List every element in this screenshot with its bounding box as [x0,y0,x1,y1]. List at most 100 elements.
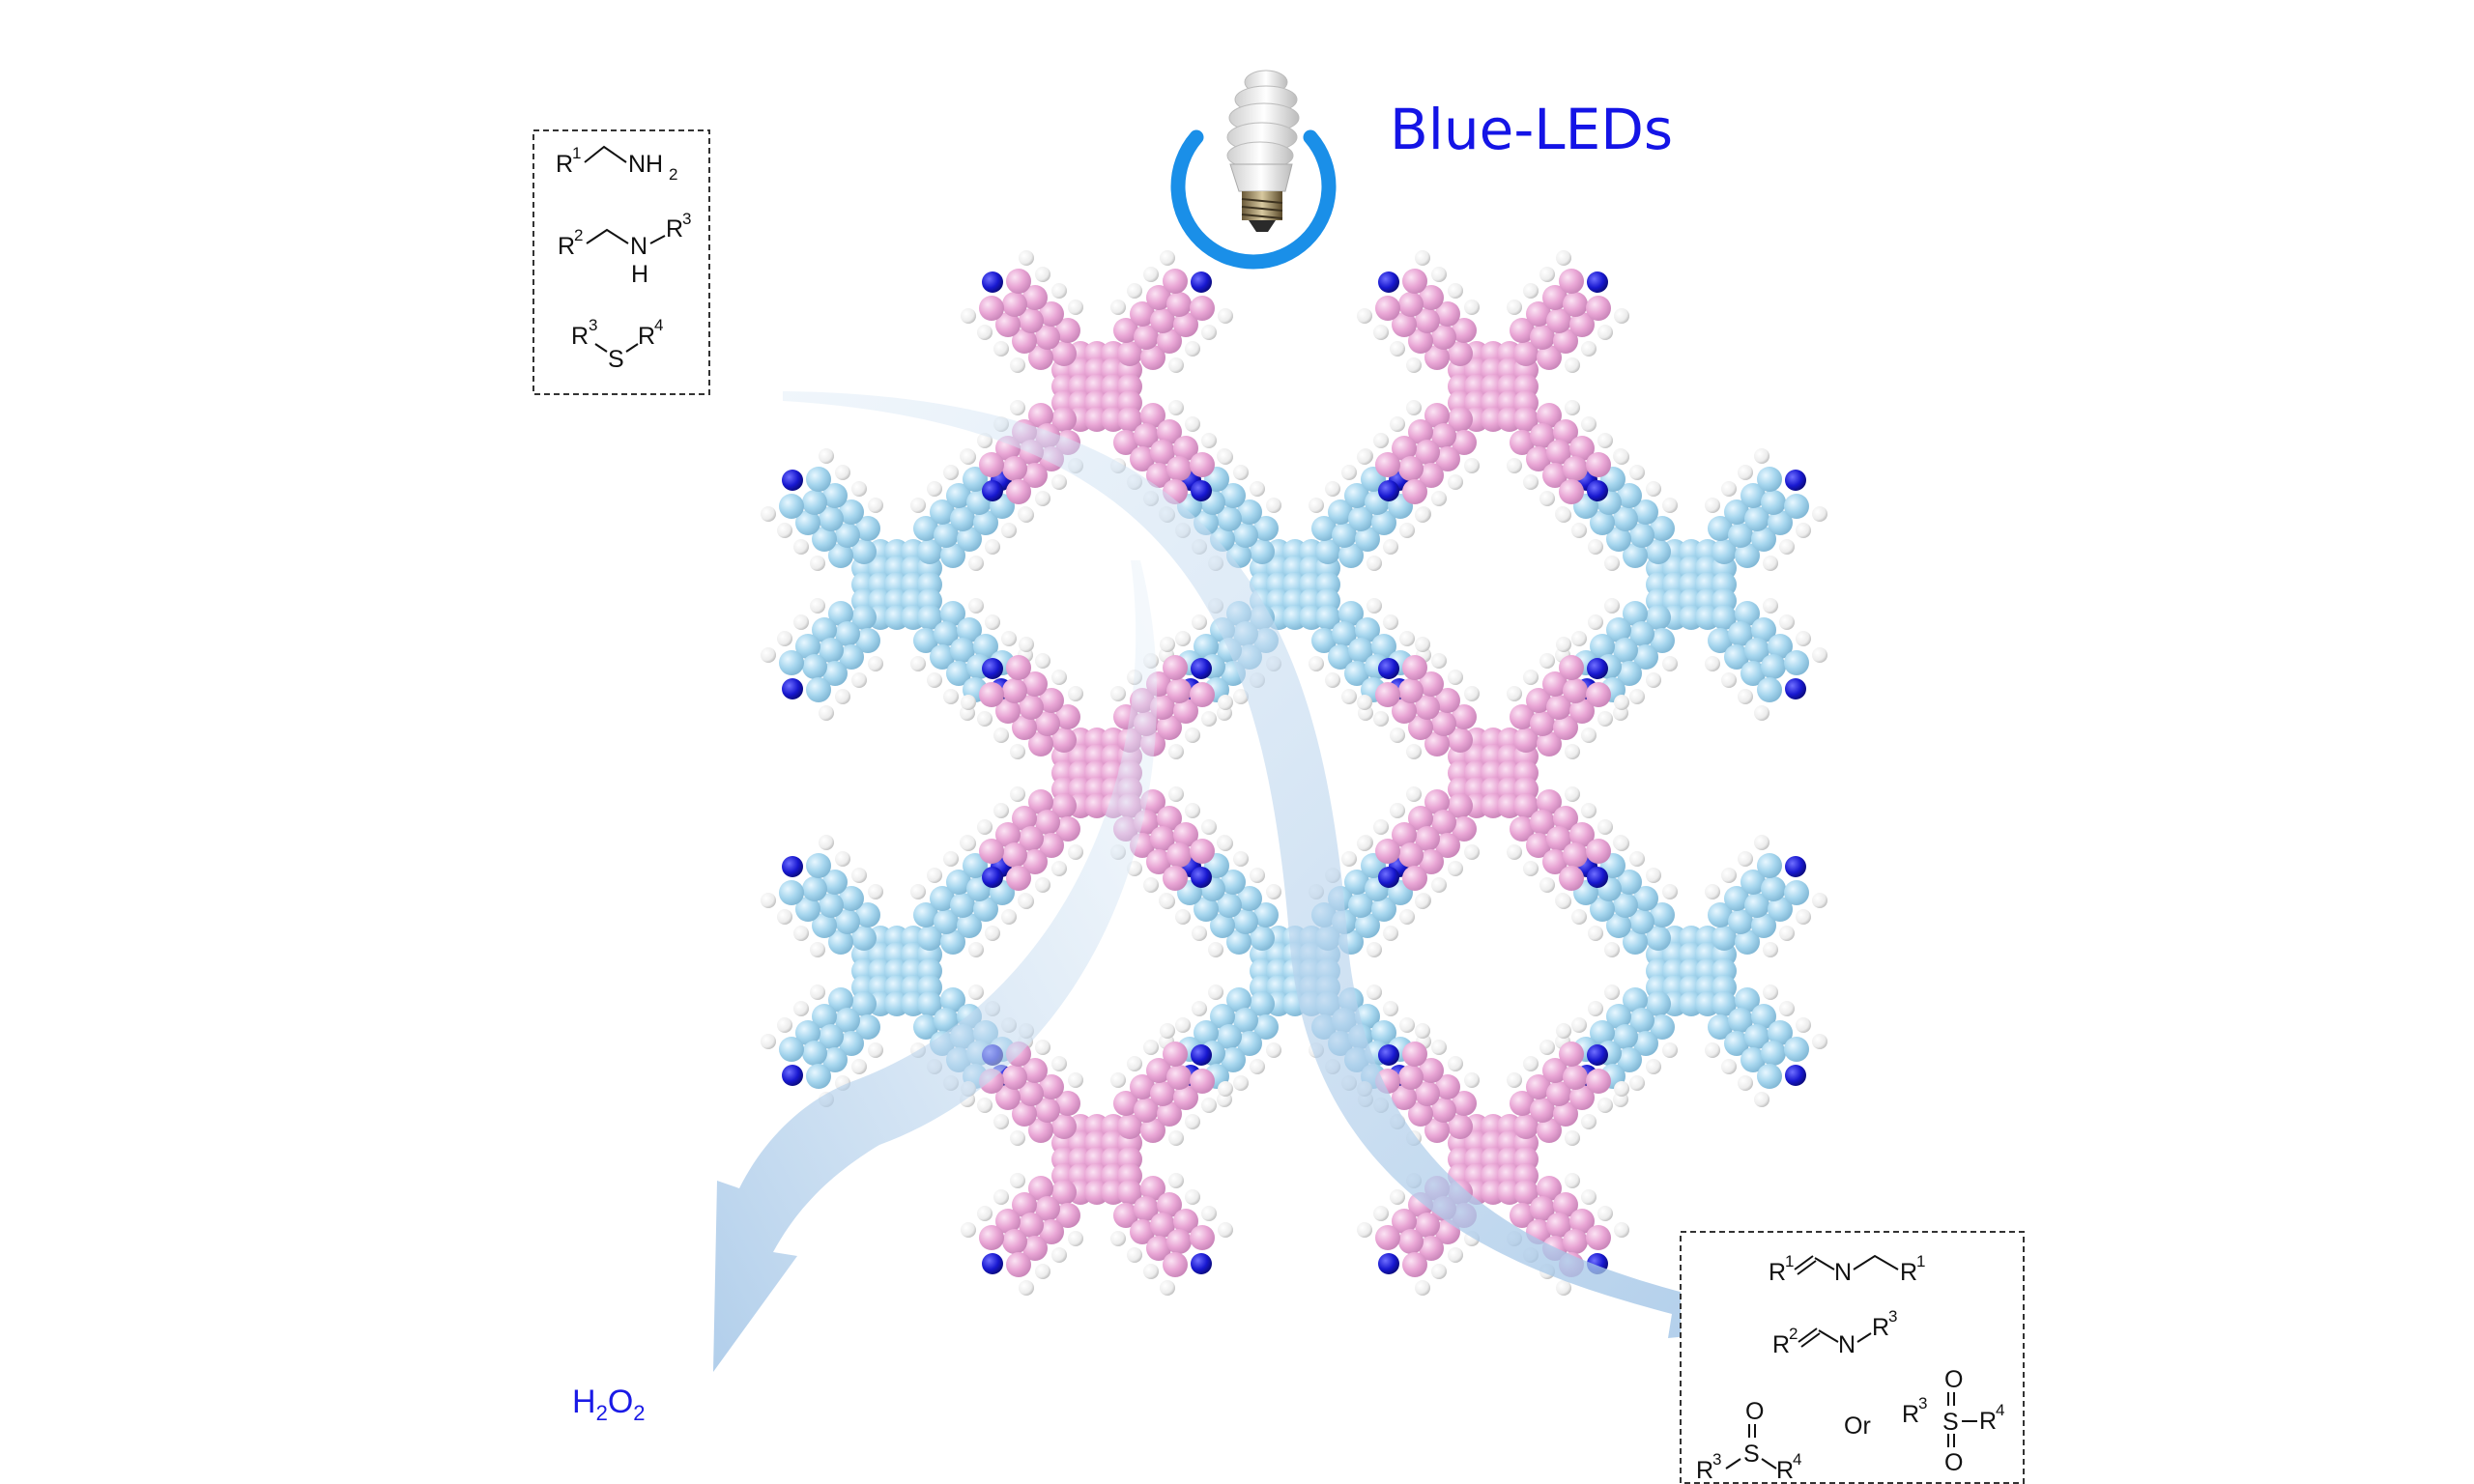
hydrogen-atom [1431,491,1447,506]
blue-carbon-atom [1751,527,1776,552]
blue-carbon-atom [802,490,827,515]
hydrogen-atom [1796,1017,1811,1033]
blue-carbon-atom [1590,634,1615,659]
hydrogen-atom [1721,868,1737,883]
hydrogen-atom [1010,1130,1025,1146]
hydrogen-atom [1448,474,1463,490]
hydrogen-atom [1218,1081,1233,1097]
pink-carbon-atom [1542,463,1568,488]
pink-carbon-atom [1448,793,1473,818]
pink-carbon-atom [1002,1065,1027,1090]
pink-carbon-atom [1166,292,1192,317]
hydrogen-atom [1629,1075,1645,1091]
blue-carbon-atom [1744,506,1769,531]
pink-carbon-atom [1510,318,1535,343]
pink-carbon-atom [979,1225,1004,1250]
blue-carbon-atom [819,1024,844,1049]
blue-carbon-atom [1210,1004,1235,1029]
pink-carbon-atom [1051,341,1077,366]
hydrogen-atom [1168,400,1184,415]
pink-carbon-atom [1415,1213,1440,1238]
hydrogen-atom [1721,672,1737,688]
hydrogen-atom [1646,481,1661,497]
hydrogen-atom [819,705,834,721]
hydrogen-atom [1160,894,1175,909]
pink-carbon-atom [1012,328,1037,354]
blue-carbon-atom [1650,516,1675,541]
blue-carbon-atom [1250,991,1275,1016]
blue-carbon-atom [1606,617,1631,642]
blue-carbon-atom [963,853,988,878]
pink-carbon-atom [1553,806,1578,831]
hydrogen-atom [1588,926,1603,941]
blue-carbon-atom [1250,539,1275,564]
pink-carbon-atom [1424,403,1450,428]
hydrogen-atom [1185,728,1200,743]
pink-carbon-atom [1542,671,1568,697]
hydrogen-atom [777,909,792,925]
hydrogen-atom [1185,341,1200,357]
hydrogen-atom [1110,1072,1126,1088]
blue-carbon-atom [1194,897,1219,922]
hydrogen-atom [1779,614,1795,630]
nitrogen-atom [1785,678,1806,699]
blue-carbon-atom [1728,523,1753,548]
blue-carbon-atom [1735,543,1760,568]
blue-carbon-atom [1613,638,1638,663]
pink-carbon-atom [1415,1081,1440,1106]
pink-carbon-atom [1452,318,1477,343]
hydrogen-atom [1738,851,1753,867]
hydrogen-atom [1763,556,1778,571]
pink-carbon-atom [1415,308,1440,333]
svg-text:2: 2 [669,165,677,184]
nitrogen-atom [1587,271,1608,293]
pink-carbon-atom [1190,1069,1215,1094]
pink-carbon-atom [1035,810,1060,835]
hydrogen-atom [1406,357,1422,373]
hydrogen-atom [943,689,959,704]
hydrogen-atom [1431,267,1447,282]
pink-carbon-atom [1424,1118,1450,1143]
svg-text:R: R [1776,1457,1794,1484]
blue-carbon-atom [1724,886,1749,911]
hydrogen-atom [1523,670,1539,685]
hydrogen-atom [1812,506,1827,522]
blue-carbon-atom [1629,621,1654,646]
hydrogen-atom [835,465,850,480]
pink-carbon-atom [1006,866,1031,891]
pink-carbon-atom [1448,407,1473,432]
blue-carbon-atom [913,902,938,928]
hydrogen-atom [777,631,792,646]
pink-carbon-atom [1546,440,1571,465]
blue-carbon-atom [1613,1024,1638,1049]
hydrogen-atom [1581,1114,1597,1129]
blue-carbon-atom [1617,661,1642,686]
pink-carbon-atom [1402,1042,1427,1067]
hydrogen-atom [1010,744,1025,759]
reactant-box: R 1 NH 2 R 2 N H R 3 R 3 S R 4 [532,129,710,395]
blue-carbon-atom [839,886,864,911]
hydrogen-atom [1597,819,1613,835]
hydrogen-atom [793,926,809,941]
svg-text:S: S [608,346,624,373]
blue-carbon-atom [806,677,831,702]
blue-carbon-atom [1623,987,1648,1013]
blue-carbon-atom [1629,909,1654,934]
blue-carbon-atom [1712,991,1737,1016]
hydrogen-atom [1035,491,1050,506]
blue-carbon-atom [913,1014,938,1040]
pink-carbon-atom [1424,731,1450,756]
hydrogen-atom [1373,433,1389,448]
pink-carbon-atom [1134,1196,1159,1221]
hydrogen-atom [810,598,825,614]
pink-carbon-atom [1415,695,1440,720]
pink-carbon-atom [1028,1118,1053,1143]
blue-carbon-atom [1761,654,1786,679]
hydrogen-atom [1266,1042,1281,1058]
blue-carbon-atom [1226,929,1251,955]
blue-carbon-atom [1708,1014,1733,1040]
pink-carbon-atom [1586,452,1611,477]
hydrogen-atom [1796,909,1811,925]
hydrogen-atom [793,614,809,630]
hydrogen-atom [1556,1023,1571,1039]
